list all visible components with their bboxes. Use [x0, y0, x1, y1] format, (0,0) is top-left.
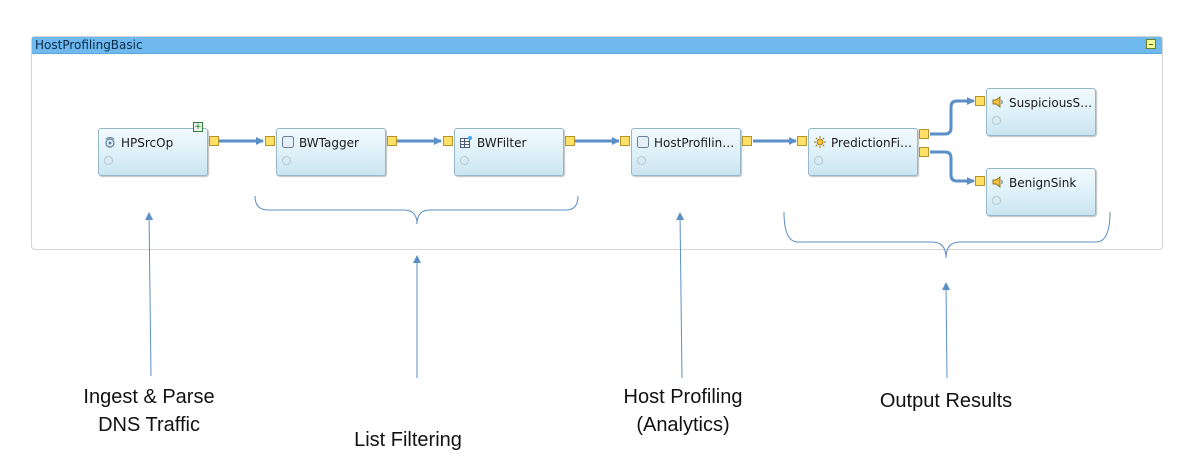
minimize-icon[interactable]	[1146, 39, 1156, 49]
annotation-host-profiling: Host Profiling (Analytics)	[583, 383, 783, 439]
panel-header: HostProfilingBasic	[32, 37, 1162, 54]
node-label: BWFilter	[477, 136, 527, 150]
brace-list-filtering	[254, 195, 579, 225]
input-port[interactable]	[620, 136, 630, 146]
annotation-at-icon	[282, 156, 291, 165]
annotation-host-profiling-line2: (Analytics)	[636, 414, 730, 436]
input-port[interactable]	[975, 96, 985, 106]
expand-icon[interactable]: +	[193, 122, 203, 132]
annotation-at-icon	[814, 156, 823, 165]
brace-output-results	[783, 211, 1111, 259]
node-bwtagger[interactable]: BWTagger	[276, 128, 386, 176]
annotation-at-icon	[992, 196, 1001, 205]
sink-speaker-icon	[992, 96, 1003, 108]
annotation-ingest-line2: DNS Traffic	[98, 414, 200, 436]
annotation-output: Output Results	[879, 390, 1013, 412]
sink-speaker-icon	[992, 176, 1003, 188]
input-port[interactable]	[975, 176, 985, 186]
pointer-host-profiling	[676, 212, 685, 379]
graph-panel: HostProfilingBasic	[31, 36, 1163, 250]
source-operator-icon	[105, 137, 115, 148]
input-port[interactable]	[443, 136, 453, 146]
node-benign-sink[interactable]: BenignSink	[986, 168, 1096, 216]
output-port[interactable]	[919, 147, 929, 157]
node-bwfilter[interactable]: BWFilter	[454, 128, 564, 176]
node-suspicious-sink[interactable]: SuspiciousS…	[986, 88, 1096, 136]
node-label: HostProfilin…	[654, 136, 735, 150]
pointer-output	[942, 282, 951, 379]
output-port[interactable]	[387, 136, 397, 146]
annotation-at-icon	[460, 156, 469, 165]
annotation-ingest-line1: Ingest & Parse	[83, 386, 215, 408]
output-port[interactable]	[565, 136, 575, 146]
prediction-operator-icon	[814, 136, 826, 148]
operator-box-icon	[282, 136, 294, 148]
output-port[interactable]	[919, 129, 929, 139]
edge-predictionfi-suspicious[interactable]	[930, 97, 975, 136]
annotation-at-icon	[104, 156, 113, 165]
annotation-host-profiling-line1: Host Profiling	[623, 386, 743, 408]
filter-grid-icon	[460, 136, 472, 148]
node-hostprofiling[interactable]: HostProfilin…	[631, 128, 741, 176]
pointer-ingest	[145, 212, 154, 377]
node-label: BenignSink	[1009, 176, 1077, 190]
node-label: BWTagger	[299, 136, 359, 150]
node-label: SuspiciousS…	[1009, 96, 1093, 110]
annotation-ingest: Ingest & Parse DNS Traffic	[49, 383, 249, 439]
annotation-at-icon	[637, 156, 646, 165]
node-predictionfi[interactable]: PredictionFi…	[808, 128, 918, 176]
node-label: PredictionFi…	[831, 136, 912, 150]
operator-box-icon	[637, 136, 649, 148]
output-port[interactable]	[742, 136, 752, 146]
output-port[interactable]	[209, 136, 219, 146]
node-hpsrcop[interactable]: HPSrcOp	[98, 128, 208, 176]
input-port[interactable]	[797, 136, 807, 146]
annotation-list-filtering: List Filtering	[354, 429, 462, 451]
panel-title: HostProfilingBasic	[35, 38, 143, 52]
edge-predictionfi-benignsink[interactable]	[930, 150, 975, 185]
node-label: HPSrcOp	[121, 136, 174, 150]
annotation-at-icon	[992, 116, 1001, 125]
input-port[interactable]	[265, 136, 275, 146]
